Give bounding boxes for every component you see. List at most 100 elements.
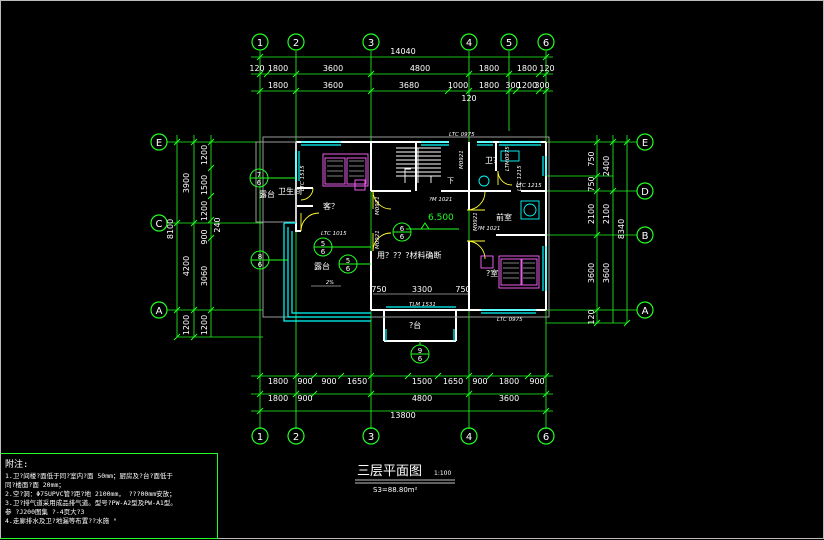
dimension-ticks	[173, 53, 631, 415]
label-750a: 750	[371, 285, 386, 294]
dim-top-r1-0: 120	[249, 64, 264, 73]
dim-bot-r1-5: 1650	[443, 377, 463, 386]
axis-top-1: 1	[257, 38, 263, 49]
dim-right-i4b: 3600	[602, 263, 611, 283]
dim-top-r2-5: 300	[505, 81, 520, 90]
label-ltc6: LTC 0975	[497, 317, 523, 323]
axis-top-4: 4	[466, 38, 472, 49]
dim-left-o0: 3900	[182, 173, 191, 193]
dim-top-r1-5: 1800	[517, 64, 537, 73]
room-bath2: 卫？	[485, 156, 501, 165]
callout-text: 7 6 8 6 5 6 5 6 6 6 9 6	[257, 171, 423, 363]
dim-right-o0: 2400	[602, 156, 611, 176]
room-usage: 用？?？?材料确断	[377, 250, 442, 260]
room-labels: 露台 卫生间 客？ 卫？ 前室 ?室 露台 ?台 用？?？?材料确断 下	[259, 156, 512, 330]
dim-right-i3: 2100	[602, 204, 611, 224]
furniture	[322, 153, 540, 289]
dim-left-o3: 1200	[182, 315, 191, 335]
dim-bot-r2-2: 4800	[412, 394, 432, 403]
label-m5: М0921	[459, 150, 465, 169]
drawing-scale: 1:100	[434, 470, 451, 477]
room-front: 前室	[496, 212, 512, 222]
axis-right-A: A	[642, 306, 649, 317]
axis-bottom-4: 4	[466, 432, 472, 443]
dim-left-i4: 240	[213, 217, 222, 232]
note-line: 参 ?J200图集 ?-4页大?3	[5, 508, 85, 516]
callout3-bot: 6	[321, 248, 326, 256]
dim-top-r1-4: 1800	[479, 64, 499, 73]
label-tlm: TLM 1531	[409, 302, 436, 308]
bottom-dimensions: 1800 900 900 1650 1500 1650 900 1800 900…	[268, 377, 545, 420]
label-slope: 2%	[326, 280, 334, 286]
dim-right-i0: 750	[587, 151, 596, 166]
axis-labels: 1 2 3 4 5 6 1 2 3 4 6 E C A E D B A	[156, 38, 650, 443]
level-marker	[406, 222, 459, 230]
axis-bottom-6: 6	[543, 432, 549, 443]
dim-left-i5: 3060	[200, 266, 209, 286]
label-ltc3: LTC 1215	[516, 183, 542, 189]
dim-top-r1-1: 1800	[268, 64, 288, 73]
dim-top-r2-4: 1800	[479, 81, 499, 90]
room-balcony2: ?台	[409, 320, 421, 330]
dim-left-i3: 900	[200, 229, 209, 244]
room-room: ?室	[486, 268, 498, 278]
axis-top-2: 2	[293, 38, 299, 49]
label-m4: М0921	[473, 212, 479, 231]
dim-bot-r2-3: 3600	[499, 394, 519, 403]
stair-down: 下	[447, 177, 454, 185]
callout6-bot: 6	[418, 355, 423, 363]
note-line: 同?楼面?面 20mm；	[5, 481, 65, 489]
axis-top-3: 3	[368, 38, 374, 49]
callout-circles	[249, 168, 430, 364]
axis-right-D: D	[641, 187, 649, 198]
top-dimensions: 14040 120 1800 3600 4800 1800 1800 120 1…	[249, 47, 554, 103]
axis-right-B: B	[642, 231, 649, 242]
axis-left-A: A	[156, 306, 163, 317]
dim-right-i4: 3600	[587, 263, 596, 283]
dim-top-total: 14040	[390, 47, 415, 56]
dim-bot-r2-0: 1800	[268, 394, 288, 403]
callout4-top: 5	[346, 257, 350, 265]
dim-bot-r1-4: 1500	[412, 377, 432, 386]
fixtures	[478, 150, 540, 220]
notes-panel: 附注: 1.卫?间楼?面低于同?室内?面 50mm；厨房及?台?面低于 同?楼面…	[1, 453, 218, 539]
level-value: 6.500	[428, 213, 454, 223]
dim-bot-r1-1: 900	[297, 377, 312, 386]
dim-bot-r1-0: 1800	[268, 377, 288, 386]
dim-top-r2-2: 3680	[399, 81, 419, 90]
label-ltc4: LTC 1015	[321, 231, 347, 237]
dim-top-r2-0: 1800	[268, 81, 288, 90]
note-line: 1.卫?间楼?面低于同?室内?面 50mm；厨房及?台?面低于	[5, 472, 173, 480]
dim-left-o1: 8100	[166, 219, 175, 239]
door-swings	[300, 170, 513, 260]
room-terrace: 露台	[314, 261, 330, 271]
callout5-bot: 6	[400, 233, 405, 241]
dim-top-extra: 120	[461, 94, 476, 103]
dim-bot-r2-1: 900	[297, 394, 312, 403]
callout1-bot: 6	[257, 179, 262, 187]
drawing-area: S3=88.80m²	[373, 486, 418, 494]
title-underline	[355, 479, 455, 484]
axis-top-5: 5	[506, 38, 512, 49]
label-750b: 750	[455, 285, 470, 294]
note-line: 4.走廊排水及卫?地漏等布置??水施 °	[5, 517, 117, 525]
axis-bottom-3: 3	[368, 432, 374, 443]
callout2-top: 8	[258, 253, 262, 261]
axis-left-E: E	[156, 138, 162, 149]
note-line: 3.卫?排气道采用成品排气道。型号?PW-A2型及PW-A1型。	[5, 499, 177, 507]
dim-left-o2: 4200	[182, 256, 191, 276]
note-line: 2.空?洞：Φ75UPVC管?距?地 2100mm， ???00mm安放；	[5, 490, 176, 498]
dim-left-i0: 1200	[200, 145, 209, 165]
dim-top-r2-1: 3600	[323, 81, 343, 90]
dim-bot-r1-6: 900	[472, 377, 487, 386]
dim-top-r2-7: 300	[534, 81, 549, 90]
axis-bottom-2: 2	[293, 432, 299, 443]
axis-top-6: 6	[543, 38, 549, 49]
staircase	[396, 147, 441, 183]
callout1-top: 7	[257, 171, 261, 179]
inner-dim-lines	[311, 285, 469, 295]
dim-right-i1: 750	[587, 176, 596, 191]
dim-left-i1: 1500	[200, 175, 209, 195]
